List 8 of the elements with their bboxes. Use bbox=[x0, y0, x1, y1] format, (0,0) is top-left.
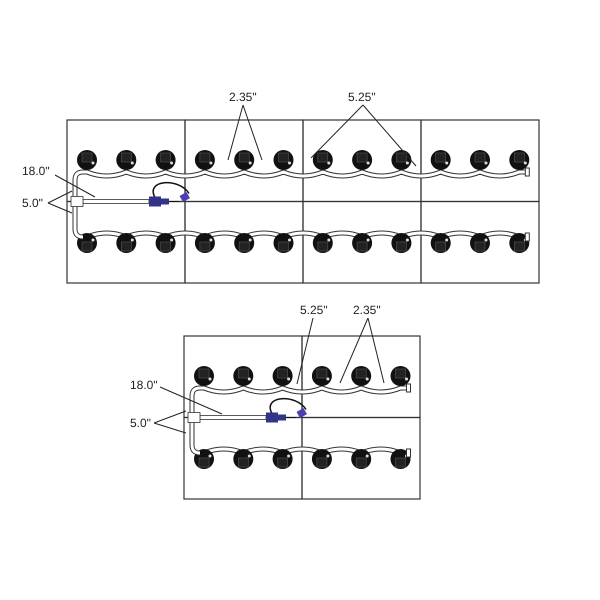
dimension-label: 5.0" bbox=[130, 416, 151, 430]
dimension-label: 18.0" bbox=[22, 164, 50, 178]
dimension-label: 2.35" bbox=[353, 303, 381, 317]
dimension-label: 5.25" bbox=[300, 303, 328, 317]
dimension-label: 18.0" bbox=[130, 378, 158, 392]
dimension-label: 5.0" bbox=[22, 196, 43, 210]
dimension-label: 2.35" bbox=[229, 90, 257, 104]
dimension-label: 5.25" bbox=[348, 90, 376, 104]
